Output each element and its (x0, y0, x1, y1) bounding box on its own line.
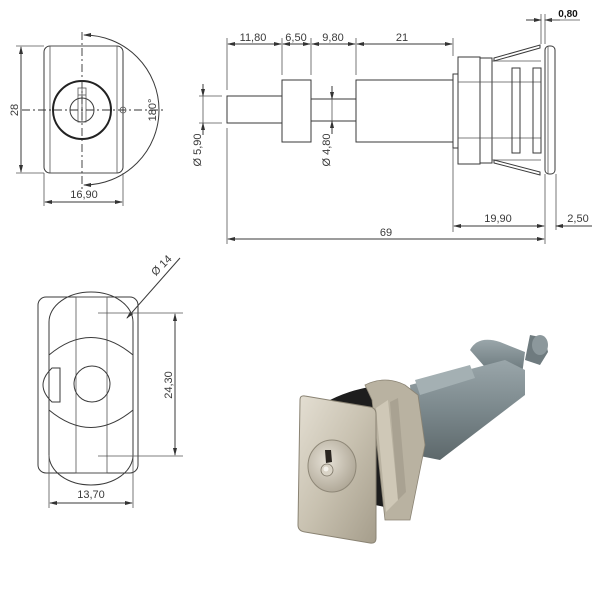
center-bore (73, 365, 111, 403)
product-photo (297, 335, 548, 544)
dim-shaft-diameter: Ø 5,90 (192, 133, 204, 166)
dim-neck-diameter: Ø 4,80 (321, 133, 333, 166)
dim-neck: 9,80 (322, 32, 343, 44)
cam-tab (42, 367, 61, 403)
front-width-label: 16,90 (70, 189, 98, 201)
cutout-view: Ø 14 24,30 13,70 (37, 253, 183, 508)
dim-collar: 6,50 (285, 32, 306, 44)
dim-flange-thickness: 2,50 (567, 213, 588, 225)
flange (544, 45, 556, 175)
side-view: 11,80 6,50 9,80 21 0,80 Ø 5,90 Ø 4,80 19… (192, 9, 592, 244)
rotation-angle-label: 180° (147, 99, 159, 122)
front-view: 180° 28 16,90 (9, 32, 165, 206)
dim-shaft-end: 11,80 (240, 32, 267, 44)
shaft-end (226, 95, 283, 124)
cylinder-body (355, 79, 454, 143)
dim-head-length: 19,90 (484, 213, 512, 225)
dim-total-length: 69 (380, 227, 392, 239)
cutout-height-label: 24,30 (163, 371, 175, 399)
dim-flange-gap: 0,80 (558, 9, 578, 20)
shaft-collar (281, 79, 312, 143)
keyhole-icon (325, 450, 332, 463)
cutout-diameter-label: Ø 14 (149, 253, 174, 278)
key-cylinder (307, 439, 357, 493)
cutout-width-label: 13,70 (77, 489, 105, 501)
front-height-label: 28 (9, 104, 21, 116)
panel-outline (37, 296, 139, 474)
shaft-neck (310, 98, 357, 122)
dim-body: 21 (396, 32, 408, 44)
